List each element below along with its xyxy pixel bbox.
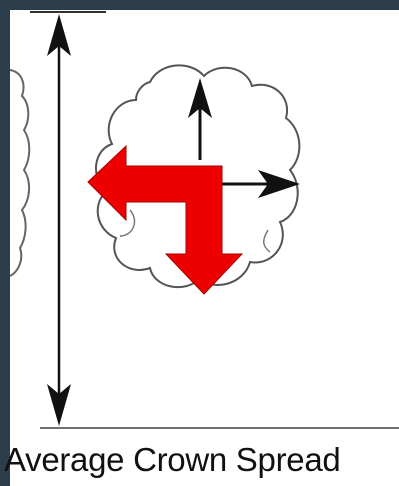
diagram-caption: Average Crown Spread bbox=[4, 440, 399, 480]
